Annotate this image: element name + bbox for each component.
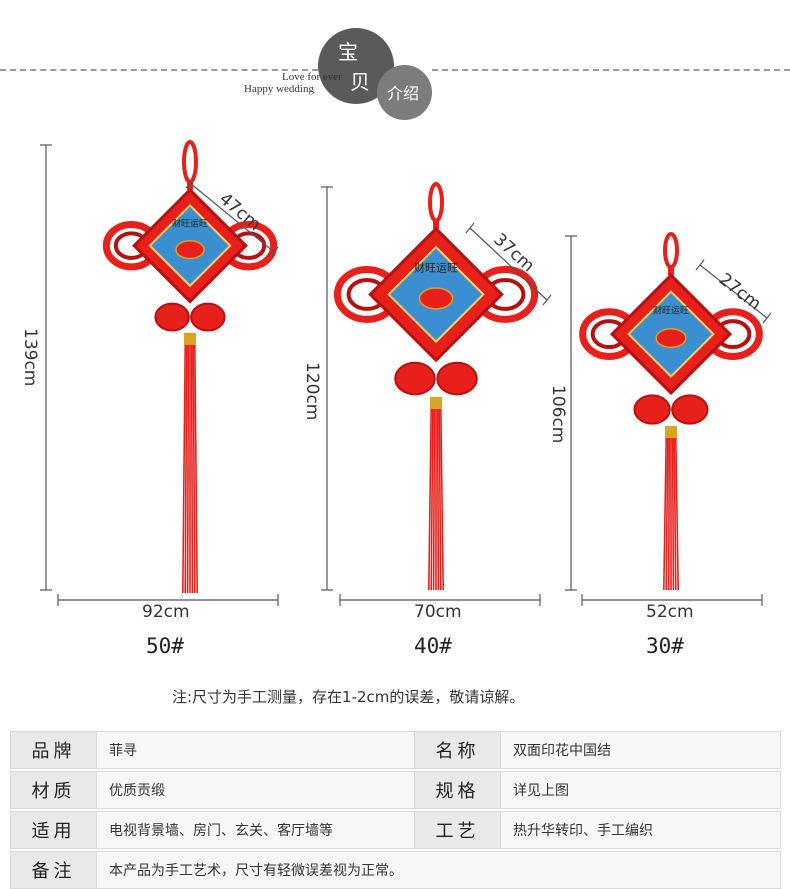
- title-char-2: 贝: [350, 70, 370, 94]
- height-label-30: 106cm: [548, 385, 568, 444]
- plaque-text: 财旺运旺: [653, 305, 689, 317]
- spec-row: 品牌 菲寻 名称 双面印花中国结: [10, 731, 781, 769]
- spec-value-name: 双面印花中国结: [500, 731, 781, 769]
- knot-image-30: 财旺运旺: [579, 232, 763, 591]
- header-divider-left: [0, 69, 318, 71]
- spec-label-brand: 品牌: [10, 731, 97, 769]
- knot-image-40: 财旺运旺: [333, 182, 539, 591]
- spec-value-craft: 热升华转印、手工编织: [500, 811, 781, 849]
- spec-value-use: 电视背景墙、房门、玄关、客厅墙等: [96, 811, 415, 849]
- width-label-50: 92cm: [142, 602, 190, 622]
- spec-table: 品牌 菲寻 名称 双面印花中国结 材质 优质贡缎 规格 详见上图 适用 电视背景…: [10, 731, 781, 889]
- measurement-note: 注:尺寸为手工测量，存在1-2cm的误差，敬请谅解。: [172, 688, 525, 706]
- width-label-30: 52cm: [646, 602, 694, 622]
- knot-image-50: 财旺运旺: [102, 140, 278, 594]
- spec-row: 适用 电视背景墙、房门、玄关、客厅墙等 工艺 热升华转印、手工编织: [10, 811, 781, 849]
- spec-value-material: 优质贡缎: [96, 771, 415, 809]
- height-label-50: 139cm: [20, 328, 40, 387]
- spec-value-brand: 菲寻: [96, 731, 415, 769]
- plaque-text: 财旺运旺: [172, 217, 208, 229]
- height-label-40: 120cm: [302, 362, 322, 421]
- spec-label-use: 适用: [10, 811, 97, 849]
- model-label-40: 40#: [414, 634, 452, 658]
- spec-label-craft: 工艺: [414, 811, 501, 849]
- spec-label-material: 材质: [10, 771, 97, 809]
- model-label-50: 50#: [146, 634, 184, 658]
- dimension-lines: [40, 144, 772, 606]
- spec-label-size: 规格: [414, 771, 501, 809]
- spec-row: 备注 本产品为手工艺术，尺寸有轻微误差视为正常。: [10, 851, 781, 889]
- header-divider-right: [432, 69, 790, 71]
- tagline-wedding: Happy wedding: [244, 83, 314, 95]
- spec-row: 材质 优质贡缎 规格 详见上图: [10, 771, 781, 809]
- spec-value-size: 详见上图: [500, 771, 781, 809]
- width-label-40: 70cm: [414, 602, 462, 622]
- title-circle-dark: 宝 贝: [318, 28, 394, 104]
- spec-label-name: 名称: [414, 731, 501, 769]
- title-sub: 介绍: [387, 84, 420, 103]
- spec-value-remark: 本产品为手工艺术，尺寸有轻微误差视为正常。: [96, 851, 781, 889]
- title-char-1: 宝: [338, 40, 358, 64]
- spec-label-remark: 备注: [10, 851, 97, 889]
- model-label-30: 30#: [646, 634, 684, 658]
- title-circle-light: 介绍: [377, 65, 432, 120]
- tagline-love: Love for ever: [282, 71, 342, 83]
- plaque-text: 财旺运旺: [414, 261, 458, 275]
